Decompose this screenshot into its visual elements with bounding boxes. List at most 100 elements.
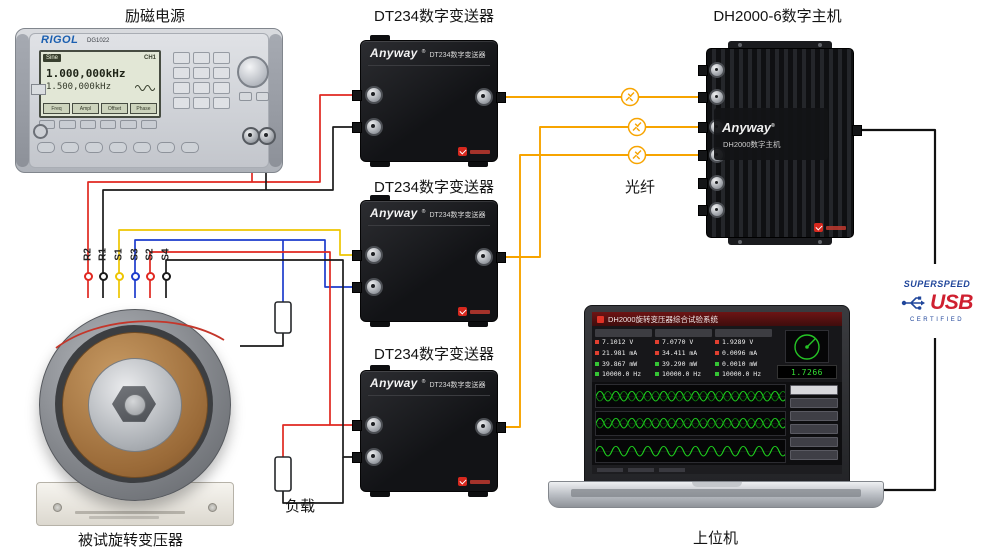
readout-row: 10000.0 Hz bbox=[715, 369, 772, 379]
input-bnc-2 bbox=[365, 118, 383, 136]
generator-screen: Sine CH1 1.000,000kHz 1.500,000kHz Freq … bbox=[39, 50, 161, 118]
rotary-knob bbox=[237, 56, 269, 88]
softkey bbox=[59, 120, 76, 129]
waveform-strip bbox=[595, 384, 786, 409]
secondary-readout: 1.500,000kHz bbox=[46, 82, 112, 92]
red-logo-icon bbox=[458, 477, 467, 486]
divider bbox=[368, 225, 490, 226]
menu-item: Freq bbox=[43, 103, 70, 114]
readout-value: 10000.0 Hz bbox=[722, 370, 762, 379]
fiber-connector-icon bbox=[627, 145, 647, 165]
control-field bbox=[790, 385, 838, 395]
arrow-keys bbox=[239, 92, 269, 101]
fiber-input-port bbox=[709, 175, 725, 191]
red-logo-icon bbox=[458, 307, 467, 316]
wire-s3-blue bbox=[134, 239, 352, 288]
readout-marker bbox=[715, 372, 719, 377]
readout-row: 7.1012 V bbox=[595, 338, 652, 348]
mounting-tab bbox=[468, 161, 488, 167]
terminal-label-r2: R2 bbox=[82, 248, 94, 261]
terminal-dot-s3 bbox=[130, 271, 140, 281]
anyway-logo: Anyway bbox=[370, 376, 418, 390]
terminal-label-s2: S2 bbox=[144, 248, 156, 261]
waveform-strips bbox=[595, 384, 786, 463]
bnc-stub bbox=[352, 250, 362, 261]
dt234-title-2: DT234数字变送器 bbox=[373, 179, 495, 196]
logo-text-mark bbox=[470, 309, 490, 314]
readout-marker bbox=[595, 340, 599, 345]
control-button bbox=[790, 411, 838, 421]
usb-port-stub bbox=[852, 125, 862, 136]
menu-item: Phase bbox=[130, 103, 157, 114]
readout-value: 34.411 mA bbox=[662, 349, 698, 358]
power-button bbox=[33, 124, 48, 139]
transmitter-model: DT234数字变送器 bbox=[429, 52, 486, 59]
input-bnc-1 bbox=[365, 416, 383, 434]
host-pc-laptop: DH2000旋转变压器综合试验系统 7.1012 V 21.981 mA 39.… bbox=[548, 305, 884, 510]
brand-logo bbox=[458, 477, 490, 486]
bnc-stub bbox=[698, 150, 708, 161]
laptop-base bbox=[548, 481, 884, 508]
laptop-notch bbox=[692, 482, 742, 487]
wire-excitation-red bbox=[87, 94, 352, 274]
dt234-transmitter-1: Anyway® DT234数字变送器 bbox=[352, 35, 506, 167]
resolver-red-lead bbox=[55, 320, 225, 349]
waveform-button-row bbox=[37, 142, 207, 153]
status-segment bbox=[597, 467, 623, 472]
keypad-key bbox=[173, 52, 190, 64]
logo-text-mark bbox=[470, 479, 490, 484]
readout-group-3: 1.9289 V 0.0096 mA 0.0010 mW 10000.0 Hz bbox=[715, 329, 772, 379]
readout-row: 34.411 mA bbox=[655, 348, 712, 358]
readout-row: 7.0770 V bbox=[655, 338, 712, 348]
readout-value: 1.9289 V bbox=[722, 338, 754, 347]
registered-mark: ® bbox=[421, 379, 426, 385]
dt234-transmitter-2: Anyway® DT234数字变送器 bbox=[352, 195, 506, 327]
mounting-tab bbox=[370, 321, 390, 327]
bnc-stub bbox=[698, 65, 708, 76]
bnc-stub bbox=[352, 452, 362, 463]
wave-button bbox=[181, 142, 199, 153]
keypad-key bbox=[193, 82, 210, 94]
superspeed-text: SUPERSPEED bbox=[903, 279, 971, 289]
app-logo-icon bbox=[597, 315, 604, 323]
anyway-logo: Anyway bbox=[370, 46, 418, 60]
wire-s1-yellow bbox=[118, 229, 352, 274]
mounting-tab bbox=[370, 195, 390, 201]
softkey bbox=[120, 120, 137, 129]
readout-value: 7.1012 V bbox=[602, 338, 634, 347]
readout-marker bbox=[715, 351, 719, 356]
readout-row: 1.9289 V bbox=[715, 338, 772, 348]
mounting-tab bbox=[370, 35, 390, 41]
group-header bbox=[655, 329, 712, 337]
terminal-dot-s1 bbox=[114, 271, 124, 281]
mounting-tab bbox=[370, 491, 390, 497]
red-logo-icon bbox=[814, 223, 823, 232]
app-title-bar: DH2000旋转变压器综合试验系统 bbox=[592, 312, 842, 326]
mounting-tab bbox=[468, 491, 488, 497]
waveform-area bbox=[595, 384, 839, 463]
bnc-stub bbox=[698, 122, 708, 133]
control-button bbox=[790, 398, 838, 408]
generator-handle-left bbox=[16, 34, 29, 167]
readout-marker bbox=[595, 372, 599, 377]
readout-value: 10000.0 Hz bbox=[602, 370, 642, 379]
readout-group-2: 7.0770 V 34.411 mA 39.290 mW 10000.0 Hz bbox=[655, 329, 712, 379]
terminal-dot-s2 bbox=[145, 271, 155, 281]
usb-superspeed-logo: SUPERSPEED USB CERTIFIED bbox=[886, 264, 988, 338]
bnc-stub bbox=[496, 252, 506, 263]
frequency-readout: 1.000,000kHz bbox=[46, 67, 126, 80]
fiber-connector-icon bbox=[627, 117, 647, 137]
keypad-key bbox=[193, 67, 210, 79]
keypad-key bbox=[213, 82, 230, 94]
dh2000-host: Anyway® DH2000数字主机 bbox=[698, 41, 862, 245]
fiber-label: 光纤 bbox=[624, 179, 655, 196]
terminal-dot-r1 bbox=[98, 271, 108, 281]
logo-text-mark bbox=[470, 149, 490, 154]
fiber-input-port bbox=[709, 89, 725, 105]
readout-marker bbox=[655, 372, 659, 377]
app-title: DH2000旋转变压器综合试验系统 bbox=[608, 314, 719, 324]
readout-marker bbox=[655, 351, 659, 356]
terminal-label-s3: S3 bbox=[129, 248, 141, 261]
arrow-key bbox=[239, 92, 252, 101]
terminal-label-s4: S4 bbox=[160, 248, 172, 261]
